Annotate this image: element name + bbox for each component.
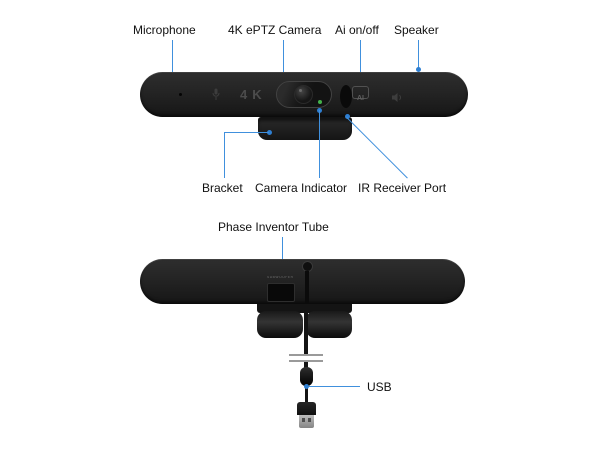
lens-highlight [299,89,302,92]
microphone-hole [179,93,182,96]
bracket-front [258,117,352,140]
ai-badge-icon: AI [352,86,369,102]
label-ir-receiver-port: IR Receiver Port [358,181,447,195]
usb-cable-upper [304,304,308,354]
ai-badge-text: AI [357,95,364,102]
leader-camera-line [283,40,284,88]
leader-microphone-line [172,40,173,88]
camera-bar-front: 4K AI [140,72,468,117]
leader-indicator-line [319,110,320,178]
camera-lens [294,85,313,104]
cable-on-bar [305,271,309,304]
cable-break-line-2 [289,360,323,362]
subwoofer-print: SUBWOOFER [267,276,294,280]
usb-plug-hole-left [302,418,305,422]
microphone-icon [212,88,220,106]
label-phase-inventor-tube: Phase Inventor Tube [218,220,329,234]
label-microphone: Microphone [133,23,196,37]
leader-ir-line [346,117,408,179]
speaker-icon [391,90,404,108]
label-speaker: Speaker [394,23,439,37]
leader-usb-line [309,386,360,387]
usb-plug-body [297,402,316,415]
ir-receiver-window [340,85,352,108]
label-usb: USB [367,380,392,394]
label-4k-eptz-camera: 4K ePTZ Camera [228,23,322,37]
bracket-rear-hinge-right [306,311,352,338]
leader-bracket-dot [267,130,272,135]
camera-bar-rear: SUBWOOFER [140,259,465,304]
leader-ir-dot [345,114,350,119]
camera-lens-module [276,81,332,108]
cable-break-line-1 [289,354,323,356]
label-bracket: Bracket [202,181,243,195]
label-ai-on-off: Ai on/off [335,23,379,37]
subwoofer-vent [267,283,295,302]
leader-bracket-vline [224,132,225,178]
bracket-rear-hinge-left [257,311,303,338]
leader-speaker-dot [416,67,421,72]
bar-4k-print: 4K [240,87,267,102]
usb-cable-lower [305,385,308,403]
leader-phase-line [282,237,283,271]
usb-plug-hole-right [308,418,311,422]
leader-bracket-hline [224,132,269,133]
leader-ai-line [360,40,361,86]
leader-speaker-line [418,40,419,69]
ferrite-bead [300,367,313,386]
leader-usb-dot [304,384,309,389]
camera-indicator-led [318,100,322,104]
usb-plug [297,402,316,428]
usb-cable-mid [304,362,308,369]
label-camera-indicator: Camera Indicator [255,181,348,195]
